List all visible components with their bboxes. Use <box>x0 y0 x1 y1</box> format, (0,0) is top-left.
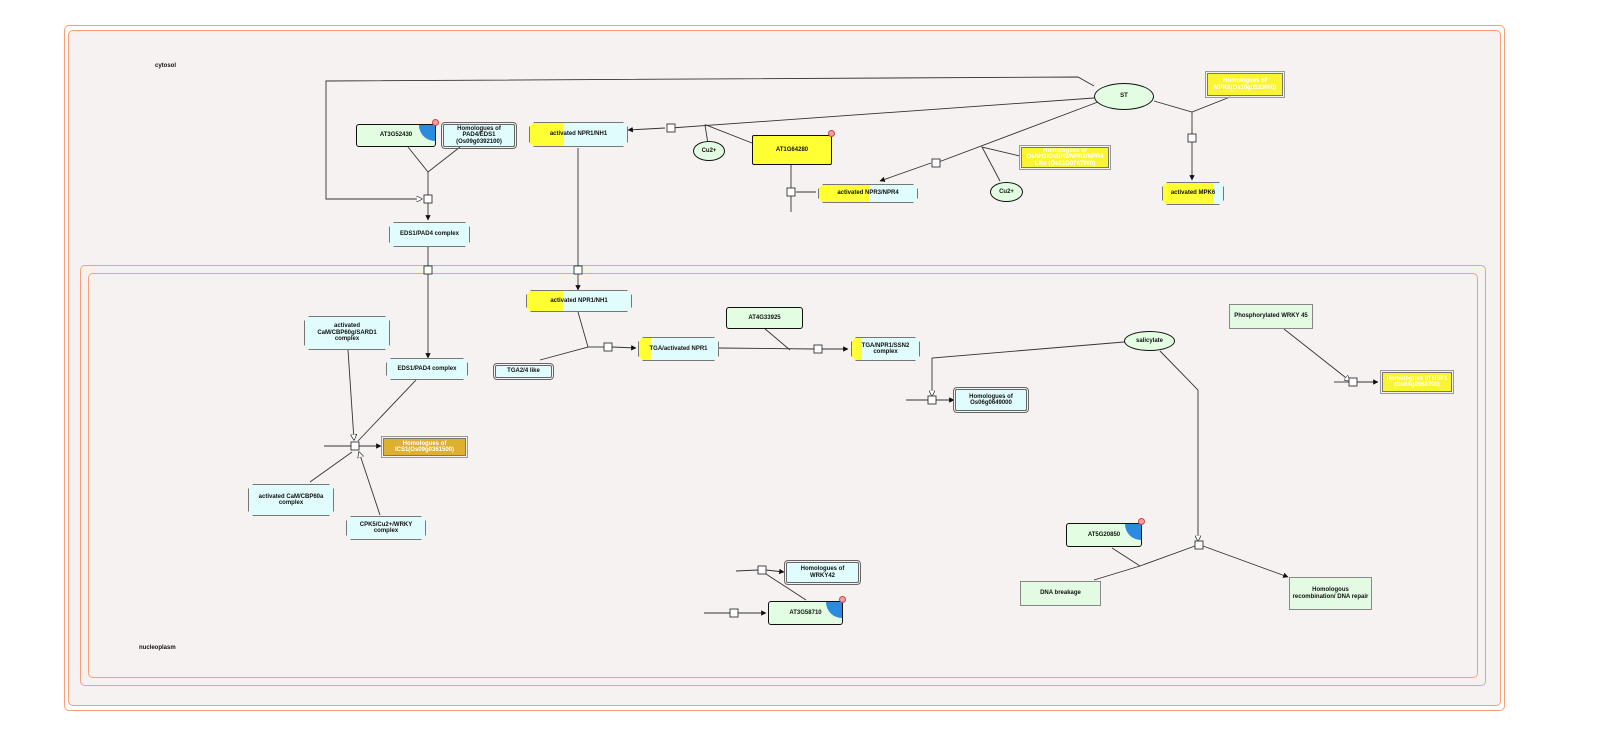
process-node <box>757 565 767 575</box>
modification-marker <box>1138 518 1145 525</box>
node-activated-npr1-nh1-cyto[interactable]: activated NPR1/NH1 <box>529 122 628 147</box>
process-node <box>666 123 676 133</box>
node-st[interactable]: ST <box>1094 83 1154 110</box>
node-homologues-hsf1[interactable]: Homologues of HSF1 (Os04g0568700) <box>1379 369 1455 395</box>
edge-dna-join <box>1093 545 1196 581</box>
edge-sard1-to-ics1 <box>347 349 354 440</box>
edge-st-to-npr1 <box>670 97 1095 129</box>
node-activated-cam-cbp60a[interactable]: activated CaM/CBP60a complex <box>248 484 334 516</box>
node-at5g20850[interactable]: AT5G20850 <box>1066 523 1142 547</box>
process-node <box>1348 377 1358 387</box>
edge-wrky45-to-hsf1 <box>1283 328 1350 381</box>
node-eds1-pad4-complex-nuc[interactable]: EDS1/PAD4 complex <box>386 358 468 380</box>
quarter-fill <box>1125 524 1141 540</box>
process-node <box>603 342 613 352</box>
process-node <box>423 194 433 204</box>
node-dna-breakage[interactable]: DNA breakage <box>1020 581 1101 606</box>
process-node <box>1187 133 1197 143</box>
node-cpk5-wrky[interactable]: CPK5/Cu2+/WRKY complex <box>346 516 426 540</box>
node-tga2-4-like[interactable]: TGA2/4 like <box>492 362 555 381</box>
cytosol-label: cytosol <box>155 63 177 69</box>
edge-tga-process-out <box>611 345 637 351</box>
edge-st-to-npr3 <box>935 101 1099 164</box>
node-at1g64280[interactable]: AT1G64280 <box>752 135 832 165</box>
edge-cpk5-to-ics1 <box>359 452 381 516</box>
node-tga-activated-npr1[interactable]: TGA/activated NPR1 <box>638 337 719 361</box>
edge-process-to-npr1 <box>627 127 666 133</box>
modification-marker <box>432 119 439 126</box>
edge-npr1-tga-join <box>539 311 589 361</box>
edge-eds1-nuc-to-ics1 <box>357 379 417 442</box>
quarter-fill <box>826 602 842 618</box>
node-eds1-pad4-complex-cyto[interactable]: EDS1/PAD4 complex <box>389 222 470 247</box>
node-homologues-mpk6[interactable]: Homologues of MPK6(Os10g0533600) <box>1204 70 1286 99</box>
node-activated-npr3-npr4[interactable]: activated NPR3/NPR4 <box>818 184 918 203</box>
edge-cam60a-to-ics1 <box>309 451 353 483</box>
edge-cu2-to-npr1-process <box>704 124 753 145</box>
process-node <box>927 395 937 405</box>
yellow-half <box>639 338 651 360</box>
edge-process-to-npr3 <box>879 162 932 182</box>
node-phosphorylated-wrky45[interactable]: Phosphorylated WRKY 45 <box>1229 304 1313 329</box>
yellow-half <box>852 338 862 360</box>
node-cu2-1[interactable]: Cu2+ <box>693 141 725 161</box>
node-at3g52430[interactable]: AT3G52430 <box>356 124 436 147</box>
nucleoplasm-compartment <box>80 265 1486 686</box>
node-homologues-ics1[interactable]: Homologues of ICS1(Os09g0361500) <box>380 435 469 459</box>
node-salicylate[interactable]: salicylate <box>1124 331 1175 351</box>
edge-tga-npr1-to-ssn2 <box>717 347 815 350</box>
edge-at3g58710-to-wrky42 <box>765 573 807 601</box>
process-node <box>423 265 433 275</box>
node-tga-npr1-ssn2[interactable]: TGA/NPR1/SSN2 complex <box>851 337 920 361</box>
nucleoplasm-label: nucleoplasm <box>139 645 176 651</box>
edge-st-to-mpk6 <box>1153 96 1231 113</box>
process-node <box>350 441 360 451</box>
yellow-half <box>530 123 564 146</box>
edge-at4g33925-to-ssn2 <box>763 327 791 351</box>
node-homologues-osnh3[interactable]: Homologues of OsNH3/OsNH2/NPR3/NPR4 Like… <box>1018 144 1112 171</box>
edge-at5g20850-join <box>1111 547 1141 567</box>
node-at3g58710[interactable]: AT3G58710 <box>768 601 843 625</box>
node-cu2-2[interactable]: Cu2+ <box>990 182 1023 202</box>
yellow-half <box>527 291 563 311</box>
process-node <box>931 158 941 168</box>
edge-wrky42-in <box>735 569 759 572</box>
process-node <box>1194 540 1204 550</box>
edge-wrky42-out <box>765 568 785 575</box>
edge-st-to-eds1-loop <box>325 76 1095 199</box>
process-node <box>573 265 583 275</box>
quarter-fill <box>419 125 435 141</box>
process-node <box>786 187 796 197</box>
process-node <box>813 344 823 354</box>
node-homologues-wrky42[interactable]: Homologues of WRKY42 <box>783 559 862 586</box>
edge-salicylate-down <box>1159 350 1198 541</box>
node-at4g33925[interactable]: AT4G33925 <box>726 307 803 329</box>
modification-marker <box>839 596 846 603</box>
node-homologues-os06g[interactable]: Homologues of Os06g0649000 <box>952 386 1030 414</box>
yellow-half <box>819 185 869 202</box>
edge-dna-repair-out <box>1202 545 1289 578</box>
node-activated-mpk6[interactable]: activated MPK6 <box>1162 182 1224 205</box>
process-node <box>729 608 739 618</box>
node-homologues-pad4-eds1[interactable]: Homologues of PAD4/EDS1 (Os09g0392100) <box>440 121 518 150</box>
modification-marker <box>828 130 835 137</box>
cytosol-compartment <box>64 25 1505 711</box>
edge-salicylate-to-os06g <box>932 341 1125 396</box>
node-homologous-recombination[interactable]: Homologous recombination/ DNA repair <box>1289 577 1372 610</box>
edge-osnh3-cu2 <box>981 146 1021 182</box>
node-activated-cam-sard1[interactable]: activated CaM/CBP60g/SARD1 complex <box>304 316 390 350</box>
edge-at3g52430-join <box>407 146 461 173</box>
yellow-half <box>1163 183 1213 204</box>
node-activated-npr1-nh1-nuc[interactable]: activated NPR1/NH1 <box>526 290 632 312</box>
